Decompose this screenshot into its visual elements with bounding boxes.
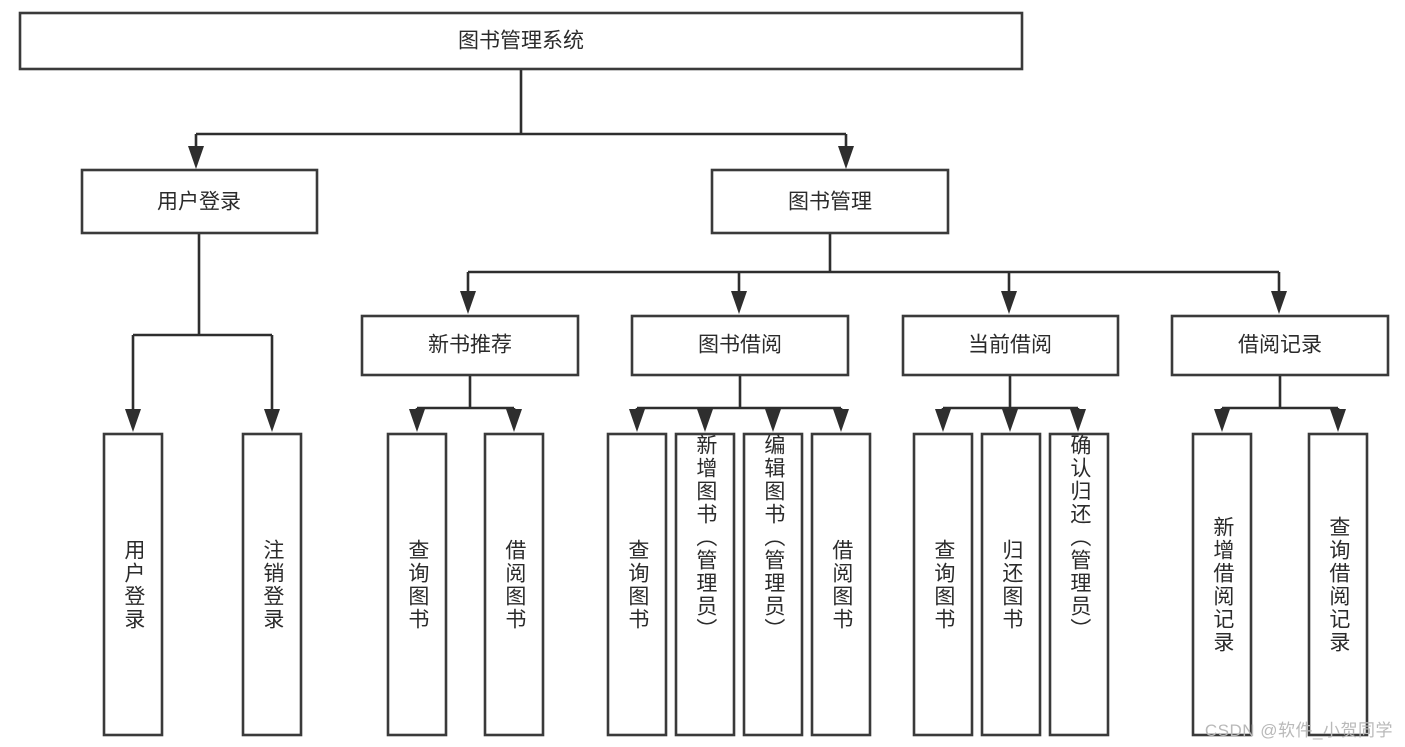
leaf-currentborrow-query-book[interactable] (912, 432, 974, 737)
leaf-bookborrow-edit-book[interactable] (742, 432, 804, 737)
node-root-system-label: 图书管理系统 (458, 30, 584, 53)
node-borrow-record-label: 借阅记录 (1238, 334, 1322, 357)
leaf-user-login-logout[interactable] (241, 432, 303, 737)
leaf-bookborrow-query-book[interactable] (606, 432, 668, 737)
leaf-user-login-login[interactable] (102, 432, 164, 737)
connector-bookborrow-to-leaves (629, 375, 849, 432)
node-new-book-recommend-label: 新书推荐 (428, 334, 512, 357)
leaf-newbook-query-book[interactable] (386, 432, 448, 737)
leaf-bookborrow-add-book[interactable] (674, 432, 736, 737)
node-book-management-label: 图书管理 (788, 191, 872, 214)
node-user-login[interactable]: 用户登录 (80, 168, 319, 235)
leaf-borrowrecord-query-record[interactable] (1307, 432, 1369, 737)
leaf-borrowrecord-add-record[interactable] (1191, 432, 1253, 737)
leaf-currentborrow-return-book[interactable] (980, 432, 1042, 737)
node-book-borrow[interactable]: 图书借阅 (630, 314, 850, 377)
node-user-login-label: 用户登录 (157, 191, 241, 214)
leaf-bookborrow-borrow-book[interactable] (810, 432, 872, 737)
connector-borrowrecord-to-leaves (1214, 375, 1346, 432)
connector-newbook-to-leaves (409, 375, 522, 432)
node-new-book-recommend[interactable]: 新书推荐 (360, 314, 580, 377)
connector-bookmgmt-to-level2 (460, 233, 1287, 314)
connector-userlogin-to-leaves (125, 233, 280, 432)
node-current-borrow-label: 当前借阅 (968, 334, 1052, 357)
leaf-newbook-borrow-book[interactable] (483, 432, 545, 737)
connector-currentborrow-to-leaves (935, 375, 1086, 432)
node-book-borrow-label: 图书借阅 (698, 334, 782, 357)
node-book-management[interactable]: 图书管理 (710, 168, 950, 235)
connector-root-to-level1 (188, 69, 854, 169)
node-current-borrow[interactable]: 当前借阅 (901, 314, 1120, 377)
leaf-currentborrow-confirm-return[interactable] (1048, 432, 1110, 737)
node-borrow-record[interactable]: 借阅记录 (1170, 314, 1390, 377)
node-root-system[interactable]: 图书管理系统 (18, 11, 1024, 71)
